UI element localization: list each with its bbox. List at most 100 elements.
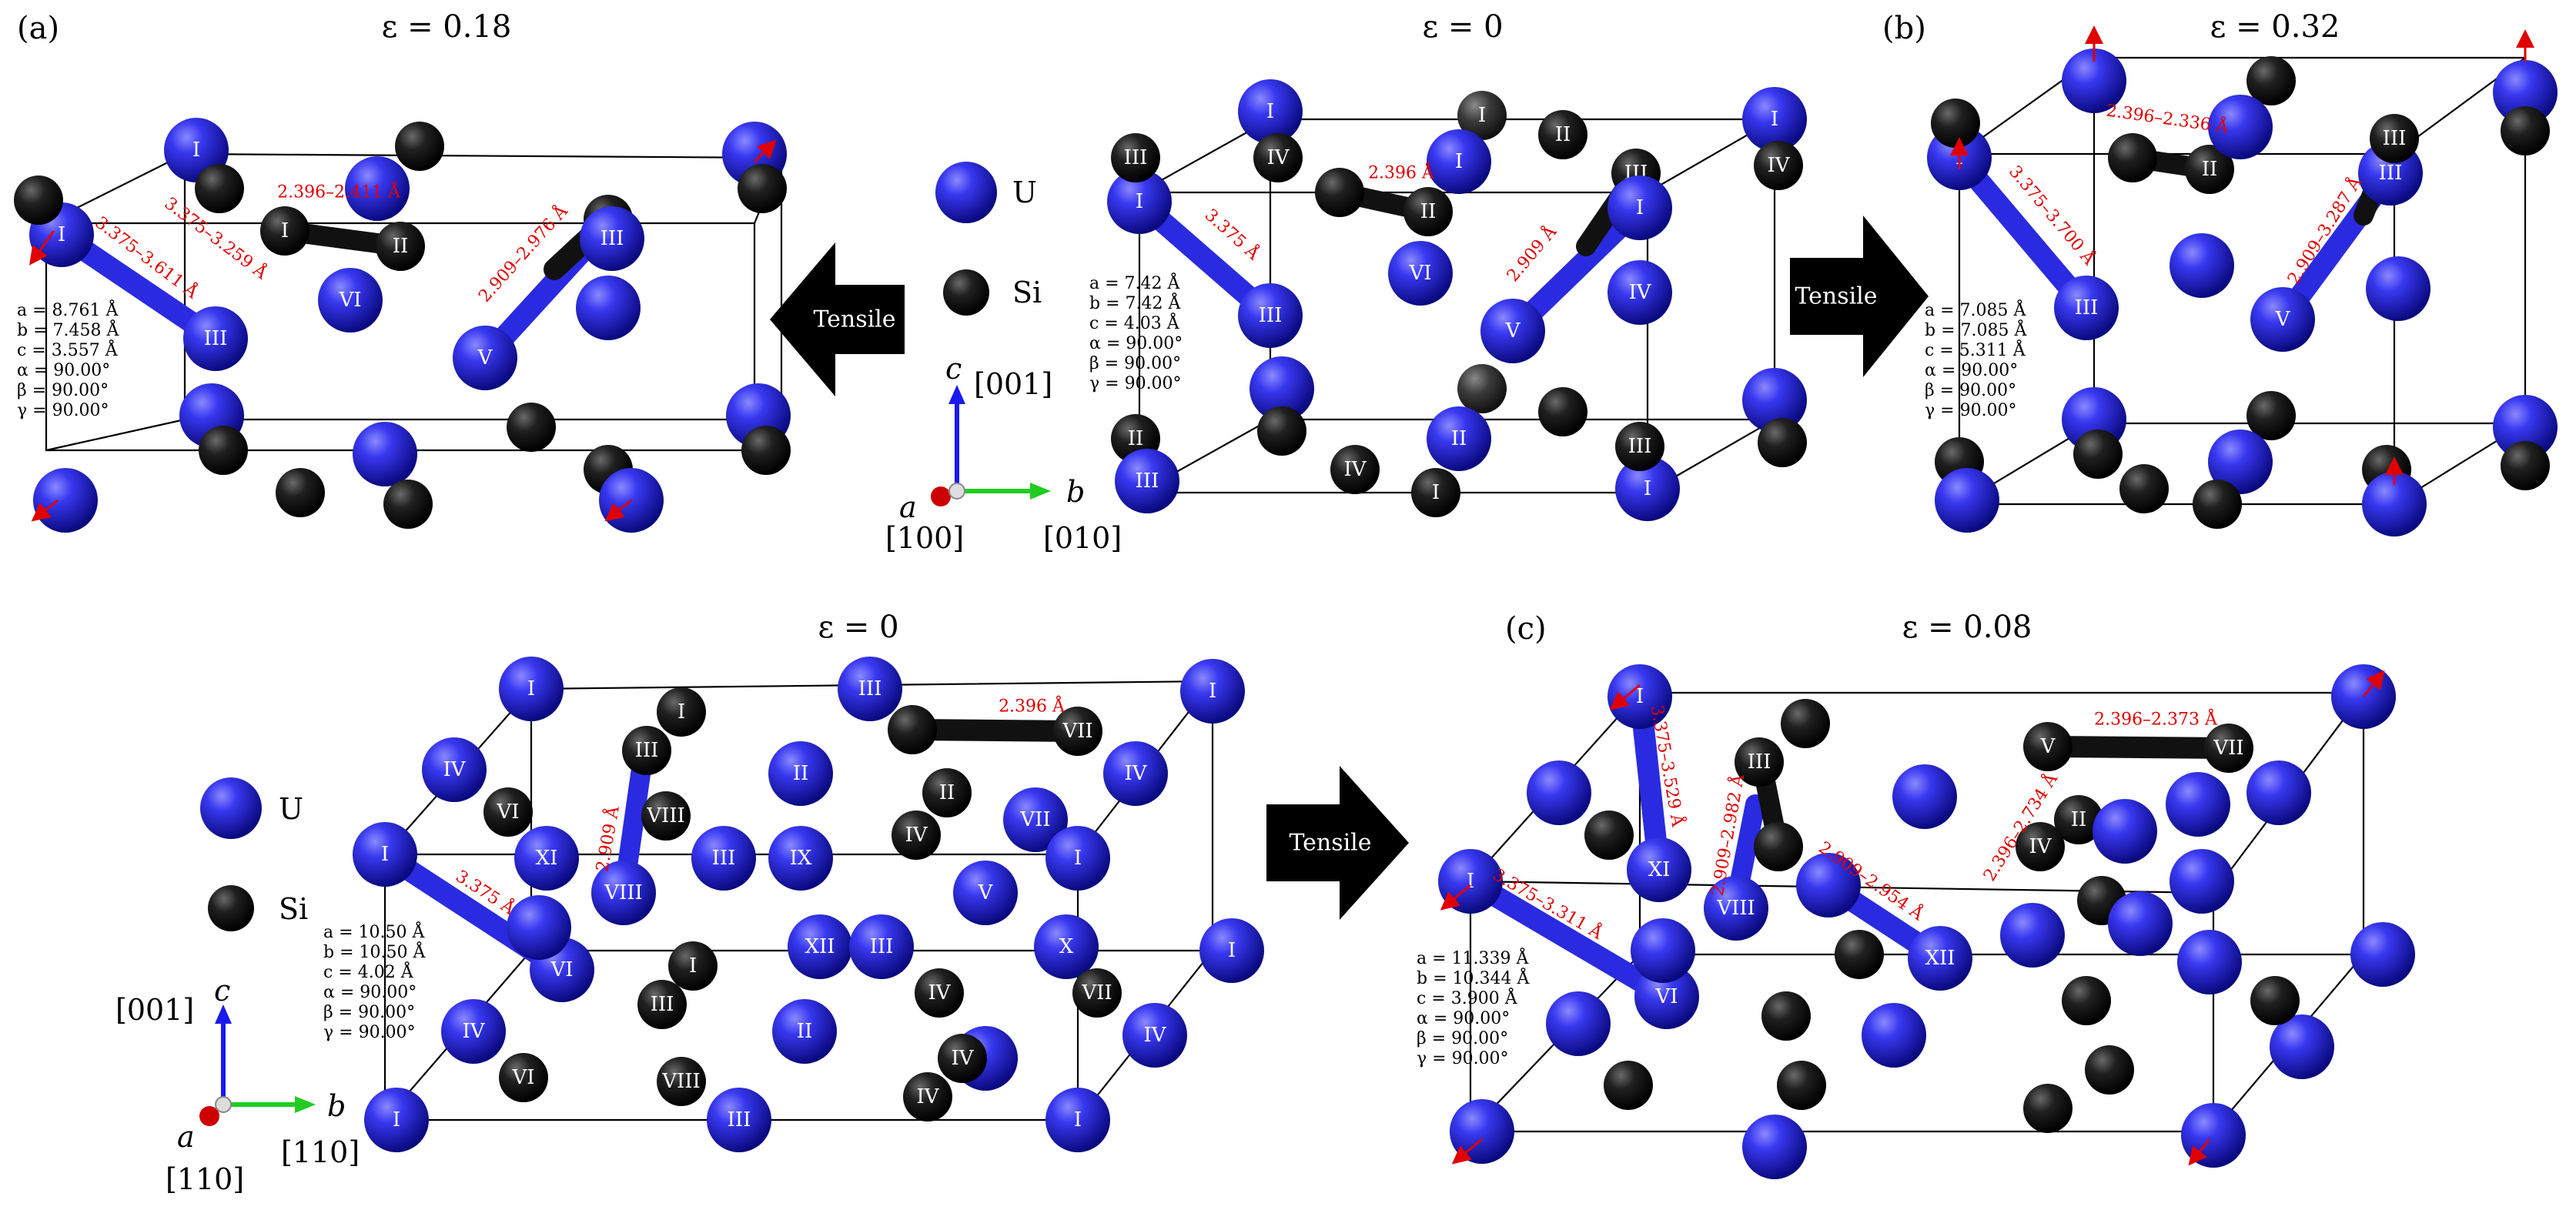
atom-label: I (58, 223, 65, 246)
svg-text:c = 5.311 Å: c = 5.311 Å (1925, 339, 2026, 360)
atom-label: III (728, 1108, 751, 1131)
u-atom-ref_top-36: VI (1388, 241, 1453, 306)
si-atom-ref_bottom-87: I (657, 687, 706, 737)
si-atom-b-60 (2108, 133, 2157, 182)
atom-label: VII (1062, 720, 1092, 743)
si-atom-a-25 (276, 468, 325, 517)
svg-text:[010]: [010] (1043, 521, 1122, 555)
u-atom-ref_top-48: II (1427, 406, 1491, 471)
si-atom-b-65: III (2370, 114, 2419, 163)
atom-label: III (635, 739, 659, 762)
si-atom-b-82 (2193, 480, 2242, 529)
atom-label: IV (916, 1085, 939, 1108)
atom-label: VII (1081, 981, 1112, 1004)
u-atom-ref_bottom-104: V (953, 861, 1018, 925)
atom-label: II (939, 781, 955, 804)
lattice-params-c: a = 11.339 Å b = 10.344 Å c = 3.900 Å α … (1417, 947, 1530, 1068)
si-atom-c-147 (1584, 811, 1634, 860)
svg-text:a = 11.339 Å: a = 11.339 Å (1417, 947, 1530, 968)
si-atom-c-165 (2023, 1084, 2073, 1133)
displacement-arrows (29, 25, 2534, 1166)
atom-label: VI (550, 958, 573, 981)
lattice-params-ref-top: a = 7.42 Å b = 7.42 Å c = 4.03 Å α = 90.… (1089, 272, 1183, 393)
atom-label: II (2071, 808, 2087, 831)
si-atom-c-159 (2062, 976, 2111, 1025)
atom-label: VII (2213, 737, 2243, 760)
u-atom-ref_bottom-102: I (353, 822, 417, 887)
u-atom-a-14 (345, 156, 410, 221)
u-atom-b-66 (2493, 60, 2558, 125)
atom-label: XI (1648, 858, 1671, 881)
svg-text:β = 90.00°: β = 90.00° (1089, 354, 1181, 373)
title-ref-bottom: ε = 0 (818, 610, 898, 645)
atom-label: I (1467, 870, 1474, 893)
u-atom-c-131: VIII (1704, 876, 1768, 941)
atom-label: I (381, 843, 389, 866)
u-atom-ref_bottom-101: IX (768, 826, 833, 891)
atom-label: III (2383, 127, 2407, 150)
si-atom-a-9 (395, 122, 444, 171)
si-atom-ref_top-42 (1315, 168, 1364, 217)
atom-label: I (1432, 481, 1440, 504)
svg-text:a = 10.50 Å: a = 10.50 Å (323, 921, 426, 942)
atom-label: I (1771, 108, 1778, 131)
atom-label: VI (1408, 262, 1431, 285)
bond-label-b-1: 2.396–2.336 Å (2105, 99, 2230, 138)
atom-label: I (1455, 150, 1463, 173)
bond-label-ref-bottom-1: 2.396 Å (999, 695, 1066, 717)
si-atom-ref_bottom-112: I (668, 941, 718, 991)
atom-label: VIII (661, 1070, 701, 1093)
atom-label: XII (1925, 947, 1955, 970)
atom-label: I (1636, 196, 1644, 219)
u-atom-c-157 (1546, 991, 1611, 1056)
atom-label: III (858, 677, 882, 700)
legend-u-atom (935, 162, 997, 223)
atom-label: IV (2029, 835, 2052, 858)
si-atom-ref_top-53: IV (1330, 445, 1380, 494)
legend-si-atom (943, 269, 989, 316)
u-atom-ref_bottom-89: IV (1103, 741, 1168, 806)
u-atom-b-80 (1935, 468, 1999, 533)
si-atom-ref_bottom-115: IV (915, 968, 964, 1018)
atom-label: V (2275, 308, 2291, 331)
svg-text:β = 90.00°: β = 90.00° (1925, 381, 2016, 400)
svg-text:a: a (177, 1120, 195, 1154)
u-atom-ref_bottom-109: I (1199, 918, 1264, 983)
bond-label-c-1: 2.396–2.373 Å (2094, 708, 2218, 730)
atom-label: III (2075, 296, 2099, 319)
atom-label: I (1074, 1108, 1082, 1131)
si-atom-ref_bottom-122: VIII (657, 1057, 706, 1106)
u-atom-ref_top-27: I (1238, 79, 1303, 144)
si-atom-ref_top-50 (1758, 418, 1807, 467)
atom-label: X (1059, 935, 1074, 958)
atom-label: IV (1343, 458, 1367, 481)
atom-label: II (2202, 158, 2218, 181)
u-atom-b-57 (2062, 48, 2126, 113)
panel-label-c: (c) (1505, 611, 1547, 647)
atom-label: I (192, 139, 200, 162)
u-atom-c-167 (2181, 1103, 2246, 1168)
atom-label: IV (1143, 1024, 1166, 1047)
u-atom-ref_bottom-126: I (1045, 1088, 1110, 1152)
u-atom-ref_bottom-97: VII (1003, 787, 1068, 852)
legend-u-atom-bottom (200, 777, 262, 839)
u-atom-b-77 (2493, 395, 2558, 460)
u-atom-b-75 (2208, 430, 2273, 494)
si-atom-a-12 (14, 175, 63, 225)
atom-label: III (2379, 162, 2403, 185)
u-atom-ref_top-44 (1250, 356, 1314, 421)
si-atom-ref_top-31: IV (1253, 133, 1303, 182)
lattice-params-b: a = 7.085 Å b = 7.085 Å c = 5.311 Å α = … (1925, 299, 2027, 420)
svg-text:[100]: [100] (885, 521, 964, 555)
u-atom-c-128: XI (1627, 837, 1691, 902)
atom-label: I (527, 677, 535, 700)
u-atom-a-15 (576, 276, 641, 340)
u-atom-ref_top-55: I (1615, 456, 1680, 521)
svg-text:c = 3.557 Å: c = 3.557 Å (17, 339, 119, 360)
u-atom-c-151 (2000, 903, 2065, 968)
u-atom-b-69: V (2250, 287, 2315, 352)
svg-text:b = 10.50 Å: b = 10.50 Å (323, 941, 426, 962)
atom-label: I (393, 1108, 400, 1131)
u-atom-ref_bottom-110: VIII (591, 861, 656, 925)
